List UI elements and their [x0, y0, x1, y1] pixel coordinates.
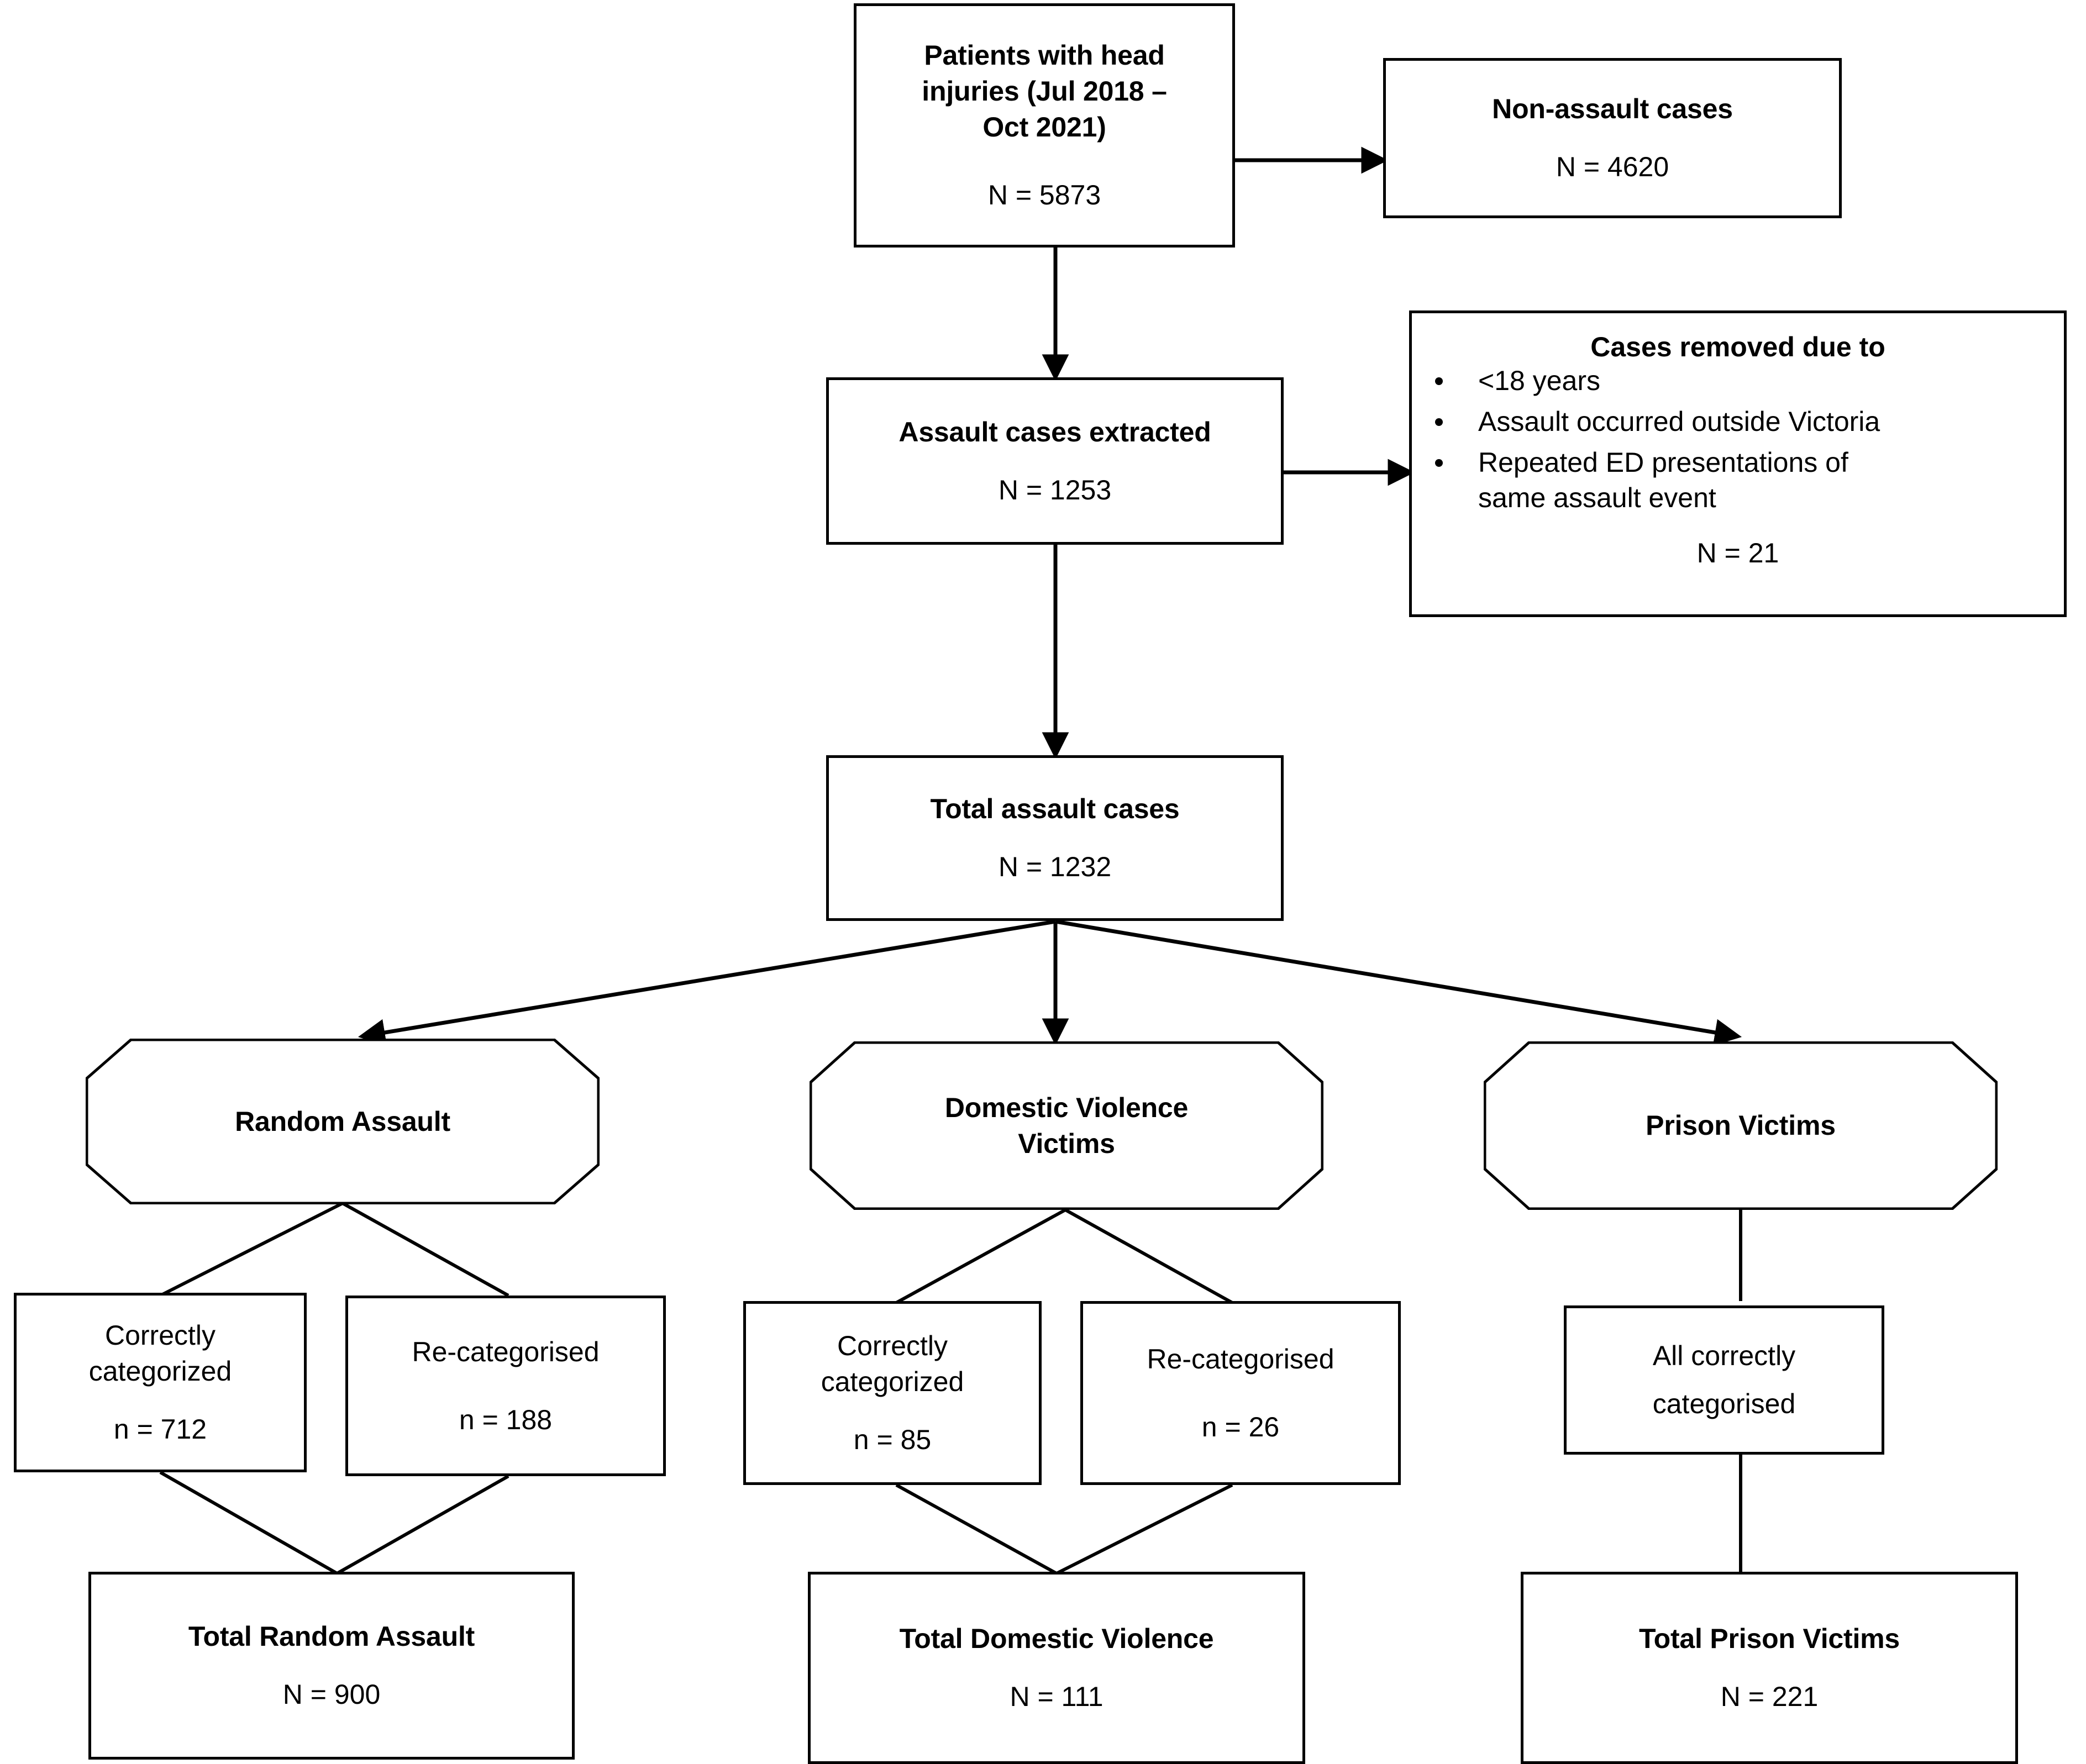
- node-count: N = 900: [282, 1679, 381, 1710]
- edge-domesticviolence-to-recat: [1064, 1208, 1233, 1304]
- node-count: n = 26: [1201, 1411, 1280, 1442]
- node-label-line2: categorized: [88, 1356, 232, 1387]
- node-count: N = 111: [1010, 1681, 1104, 1712]
- octagon-shape: [86, 1039, 600, 1204]
- node-random-assault-correctly-categorized[interactable]: Correctly categorized n = 712: [14, 1293, 307, 1472]
- node-label-line2: categorized: [821, 1366, 964, 1397]
- node-assault-cases-extracted[interactable]: Assault cases extracted N = 1253: [826, 377, 1284, 545]
- list-item-label: Assault occurred outside Victoria: [1478, 406, 1880, 437]
- edge-dvcorrect-to-totaldv: [895, 1483, 1058, 1575]
- bullet-icon: [1435, 377, 1443, 385]
- node-label-line1: Correctly: [837, 1330, 948, 1361]
- node-domestic-violence-victims[interactable]: Domestic Violence Victims: [810, 1041, 1323, 1210]
- edge-randomassault-to-correct: [159, 1202, 344, 1297]
- node-count: N = 221: [1720, 1681, 1819, 1712]
- node-prison-victims[interactable]: Prison Victims: [1484, 1041, 1998, 1210]
- bullet-icon: [1435, 418, 1443, 426]
- node-cases-removed[interactable]: Cases removed due to <18 years Assault o…: [1409, 310, 2067, 617]
- list-item: Repeated ED presentations of same assaul…: [1435, 445, 2050, 515]
- node-label: All correctly categorised: [1653, 1338, 1796, 1422]
- edge-totalassault-to-randomassault: [358, 919, 1056, 1046]
- node-label: Re-categorised: [412, 1336, 600, 1367]
- node-label-line1: All correctly: [1652, 1340, 1796, 1371]
- node-non-assault-cases[interactable]: Non-assault cases N = 4620: [1383, 58, 1842, 218]
- node-count: N = 4620: [1556, 151, 1669, 182]
- cases-removed-bullet-list: <18 years Assault occurred outside Victo…: [1412, 363, 2064, 521]
- node-title: Total Prison Victims: [1638, 1623, 1900, 1654]
- node-total-assault-cases[interactable]: Total assault cases N = 1232: [826, 755, 1284, 921]
- edge-randomassault-to-recat: [341, 1202, 509, 1297]
- node-prison-all-correctly-categorised[interactable]: All correctly categorised: [1564, 1305, 1884, 1455]
- spacer: [1653, 1374, 1796, 1386]
- node-domestic-violence-correctly-categorized[interactable]: Correctly categorized n = 85: [743, 1301, 1042, 1485]
- node-domestic-violence-recategorised[interactable]: Re-categorised n = 26: [1080, 1301, 1401, 1485]
- edge-racorrect-to-totalrandom: [159, 1471, 338, 1575]
- node-total-random-assault[interactable]: Total Random Assault N = 900: [88, 1572, 575, 1760]
- octagon-shape: [810, 1041, 1323, 1210]
- list-item-label-line2: same assault event: [1478, 482, 1716, 513]
- node-random-assault[interactable]: Random Assault: [86, 1039, 600, 1204]
- node-count: N = 21: [1696, 538, 1779, 568]
- node-label-line1: Correctly: [104, 1320, 216, 1351]
- node-title: Total Random Assault: [188, 1621, 475, 1652]
- node-title: Patients with head injuries (Jul 2018 – …: [922, 38, 1167, 145]
- node-title: Assault cases extracted: [898, 416, 1211, 447]
- node-label: Correctly categorized: [821, 1328, 964, 1400]
- node-title: Random Assault: [235, 1105, 450, 1137]
- node-total-prison-victims[interactable]: Total Prison Victims N = 221: [1521, 1572, 2018, 1764]
- node-label: Re-categorised: [1147, 1343, 1334, 1375]
- node-label-line2: categorised: [1652, 1388, 1796, 1419]
- edge-domesticviolence-to-correct: [895, 1208, 1066, 1304]
- list-item-label-line1: Repeated ED presentations of: [1478, 447, 1848, 478]
- list-item: <18 years: [1435, 363, 2050, 398]
- node-count: N = 1253: [998, 474, 1112, 505]
- list-item-label: <18 years: [1478, 365, 1600, 396]
- bullet-icon: [1435, 459, 1443, 467]
- list-item: Assault occurred outside Victoria: [1435, 404, 2050, 439]
- node-title-line2: Victims: [1018, 1128, 1115, 1159]
- node-count: n = 188: [459, 1404, 553, 1435]
- node-patients-with-head-injuries[interactable]: Patients with head injuries (Jul 2018 – …: [854, 3, 1235, 248]
- node-title-line1: Domestic Violence: [944, 1092, 1189, 1123]
- node-title-line2: injuries (Jul 2018 –: [922, 76, 1167, 107]
- node-title: Non-assault cases: [1492, 93, 1733, 124]
- node-title: Total Domestic Violence: [899, 1623, 1214, 1654]
- edge-dvrecat-to-totaldv: [1055, 1483, 1233, 1575]
- edge-rarecat-to-totalrandom: [336, 1475, 509, 1575]
- node-count: n = 85: [853, 1424, 932, 1455]
- node-title: Prison Victims: [1646, 1110, 1836, 1141]
- octagon-shape: [1484, 1041, 1998, 1210]
- node-title-line3: Oct 2021): [982, 112, 1106, 143]
- node-heading: Cases removed due to: [1590, 331, 1885, 362]
- node-title: Domestic Violence Victims: [810, 1090, 1323, 1162]
- node-label: Correctly categorized: [89, 1318, 232, 1389]
- node-count: N = 5873: [987, 180, 1101, 210]
- edge-totalassault-to-prisonvictims: [1055, 919, 1742, 1046]
- node-title: Total assault cases: [930, 793, 1180, 824]
- node-count: n = 712: [113, 1414, 207, 1445]
- node-random-assault-recategorised[interactable]: Re-categorised n = 188: [345, 1296, 666, 1476]
- node-count: N = 1232: [998, 851, 1112, 882]
- node-title-line1: Patients with head: [924, 40, 1165, 71]
- node-total-domestic-violence[interactable]: Total Domestic Violence N = 111: [808, 1572, 1305, 1764]
